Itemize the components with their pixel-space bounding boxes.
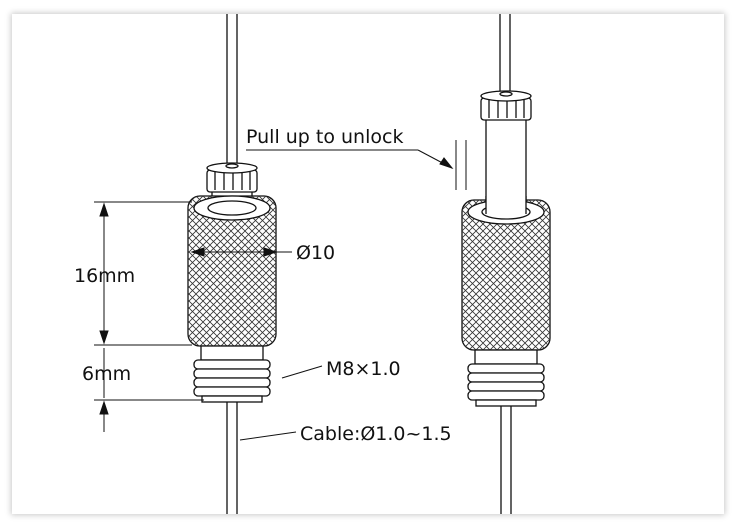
cable-spec-label: Cable:Ø1.0~1.5 — [300, 423, 452, 445]
dimension-lines — [94, 201, 323, 441]
right-thread — [467, 349, 545, 407]
right-cable-bottom — [500, 406, 512, 514]
left-cable-bottom — [226, 402, 238, 514]
pull-up-leader — [246, 140, 467, 190]
left-knurled-body — [187, 195, 277, 347]
right-knurled-body — [461, 196, 551, 351]
diagram-canvas — [12, 14, 724, 514]
right-assembly — [461, 14, 551, 514]
height-thread-label: 6mm — [82, 363, 131, 385]
right-cable-top — [499, 14, 511, 98]
pull-up-label: Pull up to unlock — [246, 126, 403, 148]
left-thread — [193, 345, 271, 403]
diameter-label: Ø10 — [296, 242, 335, 264]
thread-spec-label: M8×1.0 — [326, 358, 401, 380]
height-body-label: 16mm — [74, 265, 135, 287]
left-assembly — [187, 14, 277, 514]
left-cable-top — [226, 14, 238, 168]
